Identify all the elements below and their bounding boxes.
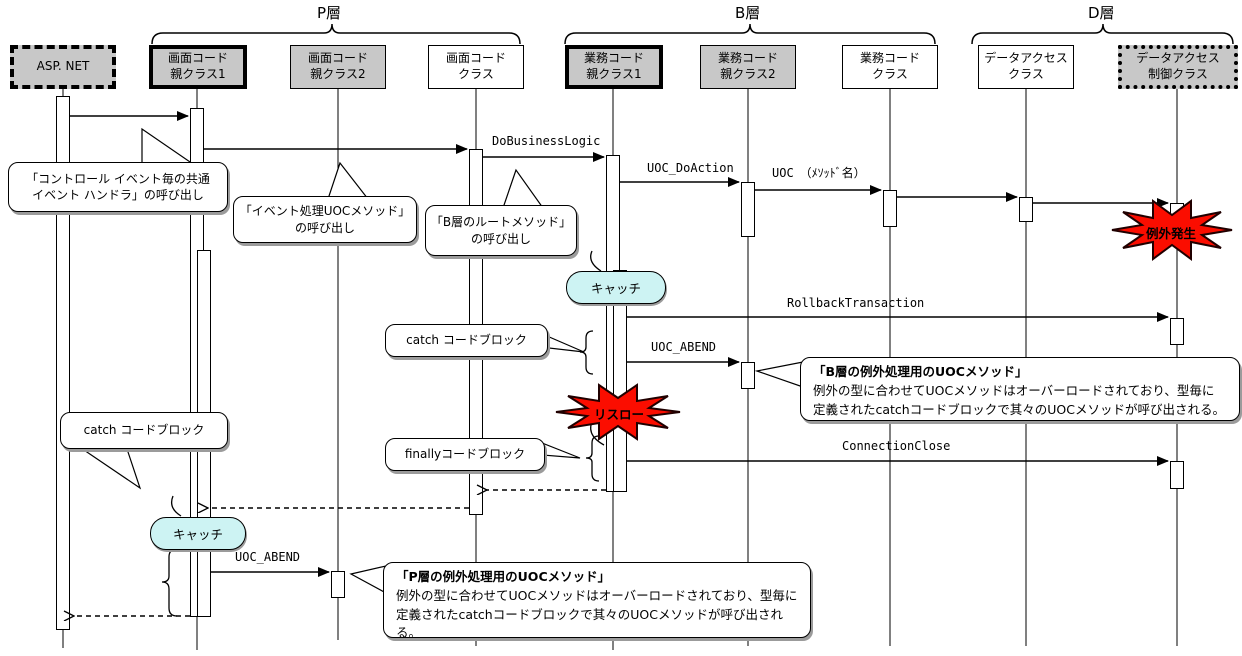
star-label-exception: 例外発生	[1146, 226, 1197, 241]
layer-label-b: B層	[735, 4, 761, 22]
message-dobusinesslogic: DoBusinessLogic	[492, 134, 601, 148]
callout-event-uoc-method: 「イベント処理UOCメソッド」 の呼び出し	[233, 196, 417, 243]
tail-callout-catch-p	[76, 445, 142, 490]
activation-business-class	[883, 190, 897, 227]
callout-b-root-method: 「B層のルートメソッド」 の呼び出し	[425, 205, 577, 256]
callout-catch-block-p: catch コードブロック	[60, 412, 228, 449]
head-dataaccess-class: データアクセス クラス	[978, 45, 1074, 89]
activation-business-parent1-nested	[613, 270, 627, 492]
message-connectionclose: ConnectionClose	[842, 439, 951, 453]
message-rollbacktransaction: RollbackTransaction	[787, 296, 925, 310]
callout-control-event-handler: 「コントロール イベント毎の共通 イベント ハンドラ」の呼び出し	[8, 162, 228, 212]
star-rethrow	[555, 383, 681, 441]
callout-p-exception-uoc-note: 「P層の例外処理用のUOCメソッド」 例外の型に合わせてUOCメソッドはオーバー…	[383, 562, 811, 640]
star-exception-occurred	[1111, 199, 1233, 261]
callout-b-exception-uoc-note: 「B層の例外処理用のUOCメソッド」 例外の型に合わせてUOCメソッドはオーバー…	[800, 357, 1240, 421]
d-layer-brace	[971, 23, 1234, 45]
p-layer-brace	[151, 23, 521, 45]
activation-dataaccess	[1019, 197, 1033, 222]
tail-callout-b-uoc-note	[754, 361, 804, 388]
catch-bubble-p: キャッチ	[150, 517, 246, 550]
b-layer-brace	[564, 23, 936, 45]
tail-callout-control-handler	[141, 127, 195, 165]
message-arrows	[70, 111, 1169, 616]
star-label-rethrow: リスロー	[594, 407, 645, 422]
callout-p-note-body: 例外の型に合わせてUOCメソッドはオーバーロードされており、型毎に 定義されたc…	[396, 587, 798, 641]
tail-callout-p-uoc-note	[349, 565, 387, 595]
head-aspnet: ASP. NET	[10, 45, 116, 89]
head-screen-parent1: 画面コード 親クラス1	[149, 45, 247, 89]
brace-catch-b	[579, 330, 594, 375]
tail-callout-event-uoc	[327, 161, 370, 200]
activation-dataaccess-ctrl-b	[1170, 318, 1184, 345]
brace-finally-b	[585, 435, 600, 482]
callout-b-note-title: 「B層の例外処理用のUOCメソッド」	[813, 364, 1028, 379]
brace-catch-p	[161, 548, 178, 617]
head-dataaccess-ctrl: データアクセス 制御クラス	[1118, 45, 1238, 89]
hook-catch-bubble-b	[590, 250, 602, 272]
layer-braces	[151, 23, 1234, 45]
callout-catch-block-b: catch コードブロック	[385, 324, 548, 357]
activation-aspnet	[56, 96, 70, 630]
activation-business-parent2-a	[741, 182, 755, 237]
head-screen-parent2: 画面コード 親クラス2	[290, 45, 386, 89]
head-business-class: 業務コード クラス	[842, 45, 938, 89]
callout-b-note-body: 例外の型に合わせてUOCメソッドはオーバーロードされており、型毎に 定義されたc…	[813, 382, 1225, 417]
star-bursts	[555, 199, 1233, 441]
activation-business-parent2-b	[741, 362, 755, 389]
head-screen-class: 画面コード クラス	[428, 45, 524, 89]
catch-bubble-b: キャッチ	[566, 271, 666, 304]
head-business-parent1: 業務コード 親クラス1	[565, 45, 663, 89]
callout-tails	[76, 127, 804, 595]
hook-catch-bubble-p	[170, 495, 182, 517]
tail-callout-finally	[541, 442, 581, 459]
message-uoc-abend-b: UOC_ABEND	[651, 340, 717, 354]
message-uoc-methodname: UOC （ﾒｿｯﾄﾞ名）	[772, 166, 866, 180]
message-uoc-doaction: UOC_DoAction	[647, 161, 734, 175]
layer-label-d: D層	[1088, 4, 1115, 22]
activation-dataaccess-ctrl-c	[1170, 461, 1184, 489]
callout-p-note-title: 「P層の例外処理用のUOCメソッド」	[396, 569, 611, 584]
tail-callout-b-root	[502, 168, 545, 209]
head-business-parent2: 業務コード 親クラス2	[700, 45, 796, 89]
message-uoc-abend-p: UOC_ABEND	[235, 550, 301, 564]
activation-screen-parent2	[331, 571, 345, 598]
callout-finally-block: finallyコードブロック	[385, 438, 545, 471]
layer-label-p: P層	[317, 4, 342, 22]
